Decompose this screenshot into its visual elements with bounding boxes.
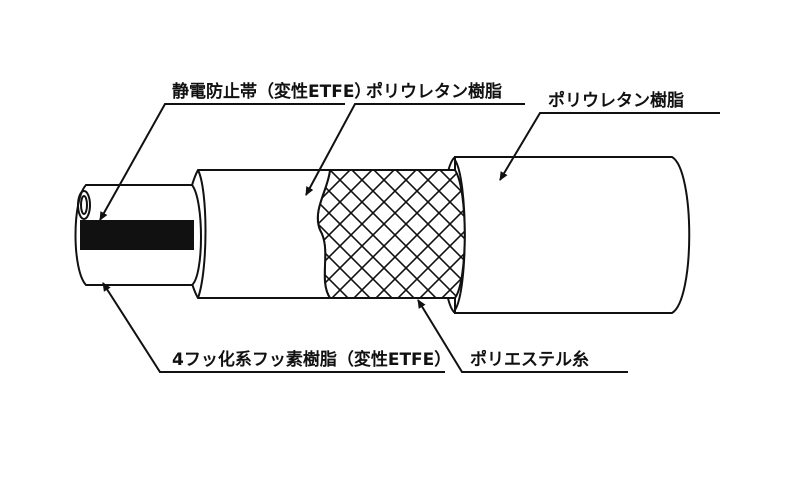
- braid-strand: [317, 170, 361, 298]
- braid-strand: [429, 170, 465, 298]
- braid-strand: [317, 170, 383, 298]
- antistatic-black-band: [80, 220, 194, 250]
- braid-strand: [429, 170, 465, 298]
- fluororesin-inner-tube: [74, 184, 202, 286]
- braid-strand: [385, 170, 465, 298]
- braid-strand: [317, 170, 361, 298]
- label-polyurethane-outer: ポリウレタン樹脂: [548, 90, 684, 111]
- polyester-braid-layer: [316, 169, 466, 299]
- inner-polyurethane-layer: [185, 169, 332, 299]
- braid-strand: [319, 170, 465, 298]
- braid-strand: [363, 170, 465, 298]
- braid-strand: [341, 170, 465, 298]
- braid-strand: [317, 170, 383, 298]
- braid-strand: [317, 170, 405, 298]
- braid-strand: [407, 170, 465, 298]
- label-polyester-yarn: ポリエステル糸: [470, 349, 589, 370]
- braid-strand: [407, 170, 465, 298]
- braid-strand: [317, 170, 427, 298]
- label-polyurethane-inner: ポリウレタン樹脂: [366, 81, 502, 102]
- label-antistatic-band: 静電防止帯（変性ETFE）: [172, 81, 371, 102]
- outer-polyurethane-jacket: [441, 156, 691, 314]
- leader-lines: [99, 103, 720, 373]
- label-fluororesin-tube: 4フッ化系フッ素樹脂（変性ETFE）: [172, 349, 451, 370]
